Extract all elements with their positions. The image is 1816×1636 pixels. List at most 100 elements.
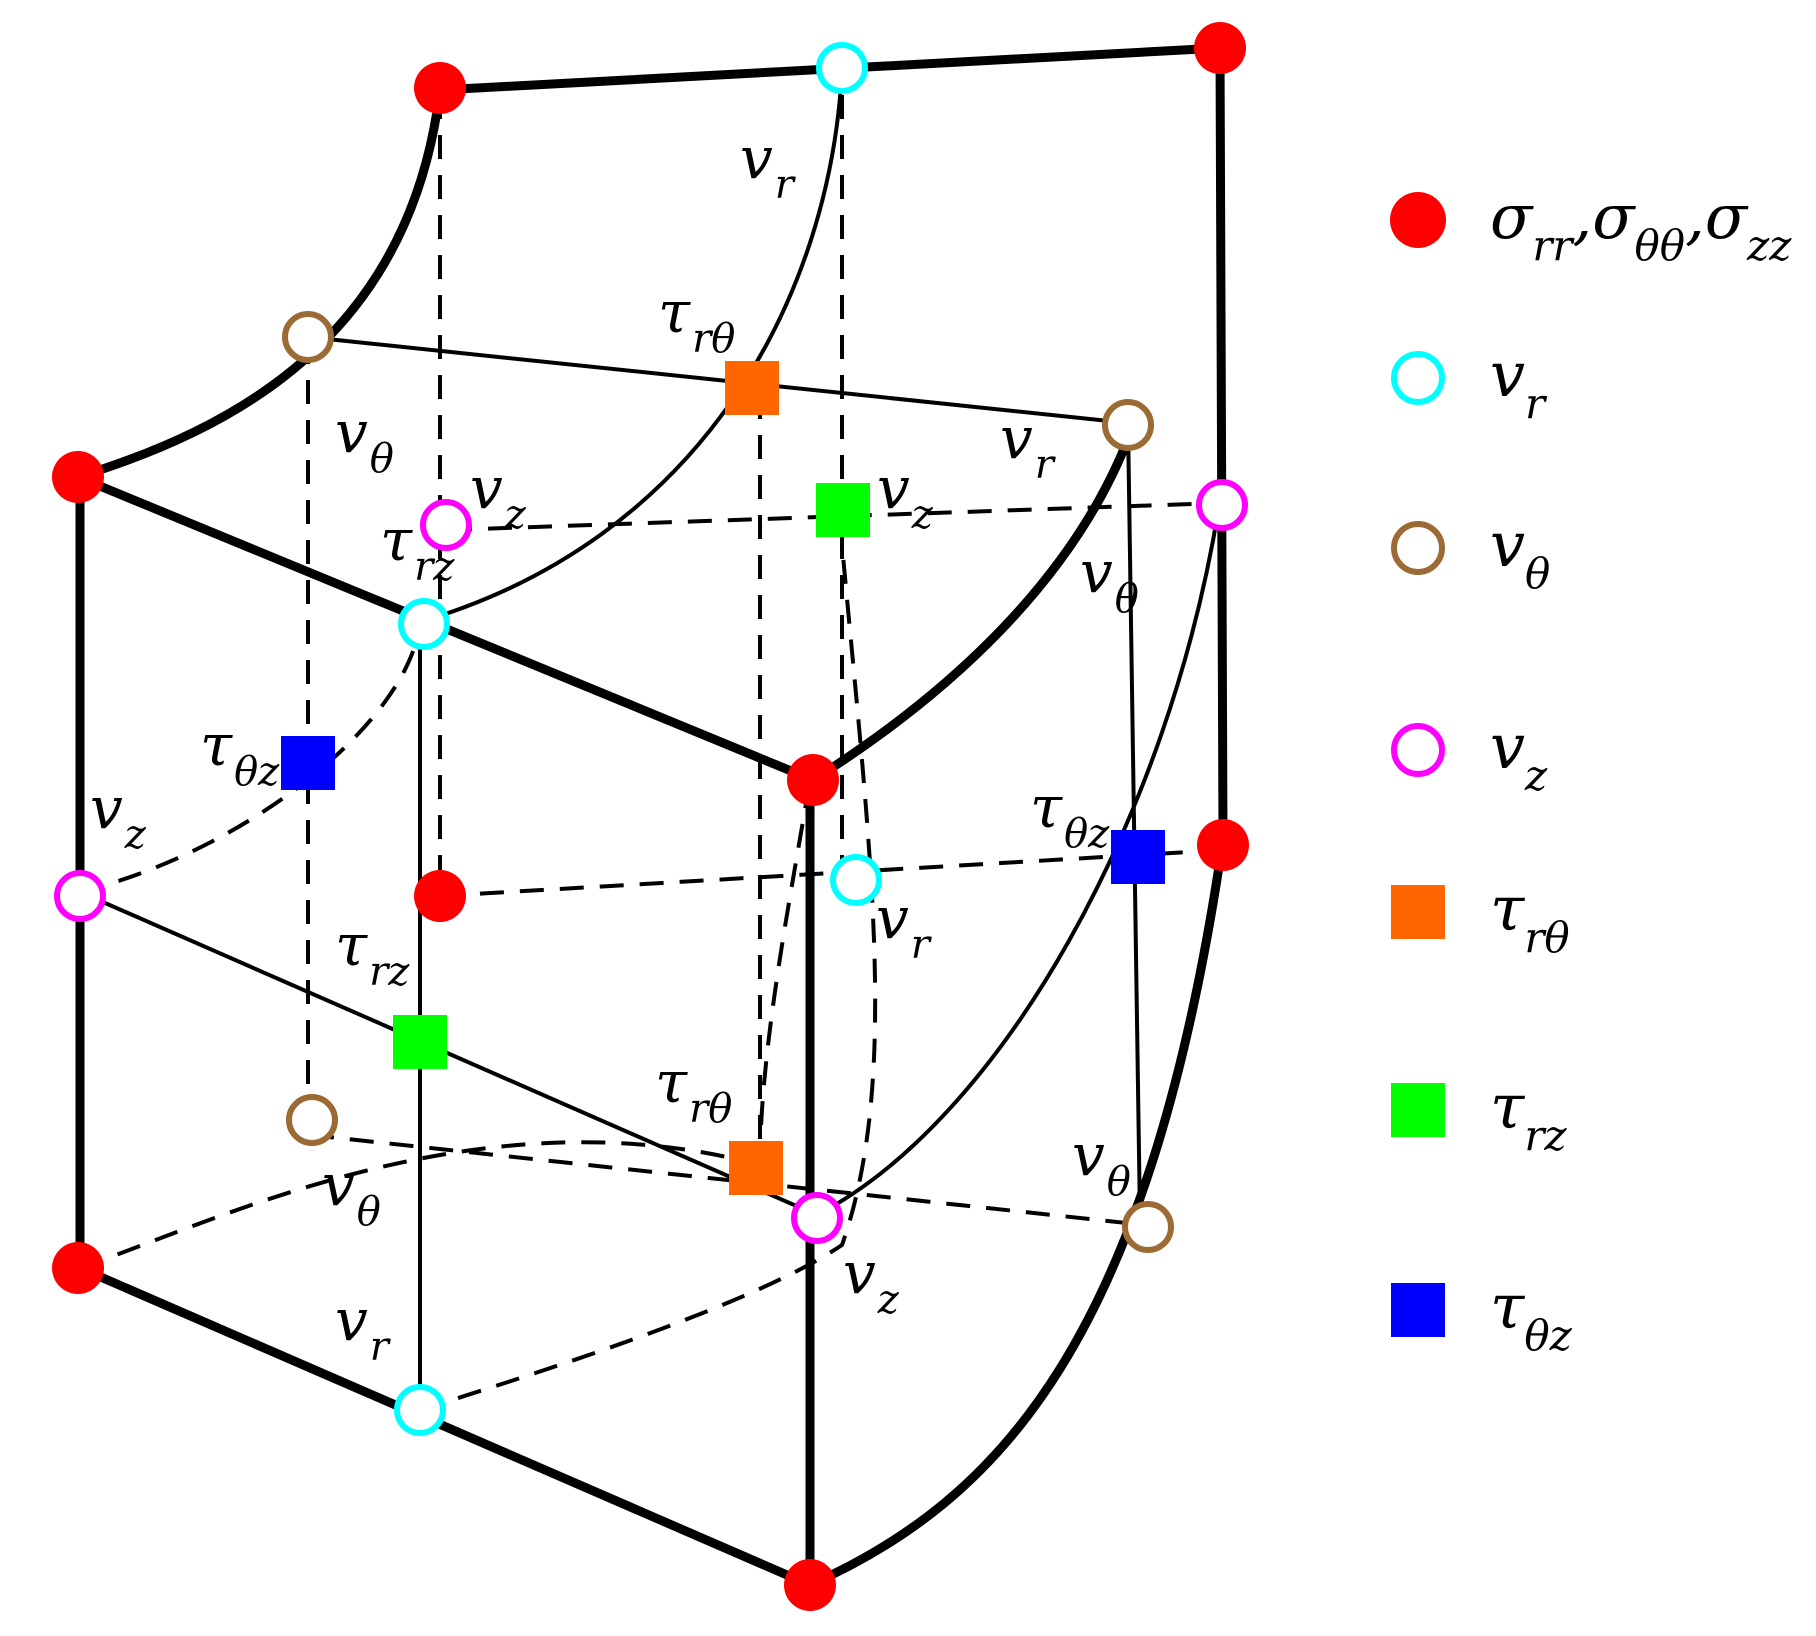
tau-label: τrθ bbox=[658, 278, 735, 362]
stress-node bbox=[414, 62, 466, 114]
legend-item-stress-normal-subscript: rr bbox=[1532, 221, 1575, 270]
tau-label-main: τ bbox=[1030, 773, 1063, 841]
legend-item-stress-normal-label: σrr,σθθ,σzz bbox=[1490, 180, 1792, 270]
v-label: vz bbox=[843, 1239, 900, 1323]
v-z-node bbox=[791, 1192, 843, 1244]
tau-label-main: τ bbox=[655, 1048, 688, 1116]
legend-item-v-theta-swatch bbox=[1391, 521, 1445, 575]
legend-item-v-z-subscript: z bbox=[1524, 751, 1548, 800]
legend-item-v-z-label: vz bbox=[1490, 710, 1548, 800]
tau-label-main: τ bbox=[200, 711, 233, 779]
thick-edge-2 bbox=[73, 85, 445, 482]
tau-rz-node bbox=[393, 1015, 447, 1069]
v-label-sub: z bbox=[504, 492, 527, 538]
legend-item-v-r-label: vr bbox=[1490, 338, 1548, 428]
legend-item-stress-normal-symbol: ,σ bbox=[1685, 180, 1749, 253]
v-theta-node bbox=[1102, 399, 1154, 451]
v-label-sub: r bbox=[911, 922, 933, 968]
v-label: vr bbox=[740, 124, 797, 208]
v-label-sub: θ bbox=[357, 1189, 381, 1235]
legend-item-stress-normal-symbol: σ bbox=[1490, 180, 1534, 253]
v-theta-node bbox=[286, 1094, 338, 1146]
legend-item-v-z-swatch bbox=[1391, 723, 1445, 777]
thin-line-2 bbox=[418, 68, 844, 624]
tau-r-theta-node bbox=[725, 361, 779, 415]
legend-item-v-r-symbol: v bbox=[1490, 338, 1525, 411]
legend-item-tau-rz-symbol: τ bbox=[1490, 1070, 1526, 1143]
hidden-line-5 bbox=[447, 501, 1221, 532]
v-label-main: v bbox=[90, 774, 123, 842]
v-label: vz bbox=[470, 454, 527, 538]
tau-label-main: τ bbox=[335, 911, 368, 979]
v-label: vθ bbox=[322, 1151, 381, 1235]
v-label-sub: θ bbox=[370, 436, 394, 482]
v-label-sub: z bbox=[877, 1277, 900, 1323]
tau-label: τθz bbox=[1030, 773, 1110, 857]
v-label-main: v bbox=[876, 884, 909, 952]
hidden-line-7 bbox=[309, 1133, 1146, 1227]
tau-label: τrθ bbox=[655, 1048, 732, 1132]
legend-item-tau-r-theta-label: τrθ bbox=[1490, 872, 1570, 962]
stress-node bbox=[784, 1559, 836, 1611]
tau-theta-z-node bbox=[1111, 830, 1165, 884]
tau-label: τrz bbox=[380, 506, 455, 590]
v-label: vz bbox=[877, 454, 934, 538]
tau-label: τθz bbox=[200, 711, 280, 795]
stress-node bbox=[52, 451, 104, 503]
stress-node bbox=[52, 1242, 104, 1294]
v-label: vr bbox=[876, 884, 933, 968]
stress-node bbox=[1197, 819, 1249, 871]
v-r-node bbox=[394, 1384, 446, 1436]
v-label-main: v bbox=[335, 398, 368, 466]
v-z-node bbox=[420, 499, 472, 551]
v-label-main: v bbox=[335, 1286, 368, 1354]
tau-label-main: τ bbox=[658, 278, 691, 346]
stress-node bbox=[1194, 22, 1246, 74]
v-z-node bbox=[1196, 479, 1248, 531]
tau-r-theta-node bbox=[729, 1141, 783, 1195]
legend-item-tau-theta-z-label: τθz bbox=[1490, 1270, 1573, 1360]
v-label-main: v bbox=[1000, 404, 1033, 472]
tau-label-sub: rθ bbox=[692, 316, 735, 362]
v-label-main: v bbox=[322, 1151, 355, 1219]
v-label-sub: r bbox=[1035, 442, 1057, 488]
legend-item-tau-theta-z-symbol: τ bbox=[1490, 1270, 1526, 1343]
hidden-line-10 bbox=[419, 544, 878, 1412]
hidden-line-8 bbox=[79, 1140, 761, 1270]
v-label-main: v bbox=[470, 454, 503, 522]
thin-line-6 bbox=[815, 498, 1222, 1217]
tau-label: τrz bbox=[335, 911, 410, 995]
v-label-sub: r bbox=[775, 162, 797, 208]
legend-item-tau-theta-z-swatch bbox=[1391, 1283, 1445, 1337]
legend-item-v-theta-label: vθ bbox=[1490, 508, 1550, 598]
v-label-sub: r bbox=[370, 1324, 392, 1370]
legend-item-stress-normal-subscript: θθ bbox=[1635, 221, 1686, 270]
tau-label-sub: θz bbox=[1064, 811, 1110, 857]
v-label-main: v bbox=[843, 1239, 876, 1307]
thick-edge-7 bbox=[75, 1263, 815, 1590]
legend-item-v-r-swatch bbox=[1391, 351, 1445, 405]
thick-edge-9 bbox=[805, 835, 1228, 1590]
legend-item-tau-rz-swatch bbox=[1391, 1083, 1445, 1137]
v-label: vr bbox=[335, 1286, 392, 1370]
thick-edge-4 bbox=[1215, 43, 1228, 845]
v-label-main: v bbox=[877, 454, 910, 522]
v-label: vθ bbox=[1072, 1121, 1131, 1205]
legend-item-v-theta-subscript: θ bbox=[1525, 549, 1550, 598]
v-z-node bbox=[54, 870, 106, 922]
v-label-main: v bbox=[740, 124, 773, 192]
v-label-sub: θ bbox=[1115, 576, 1139, 622]
v-label-main: v bbox=[1080, 538, 1113, 606]
hidden-line-11 bbox=[758, 779, 812, 1166]
legend-item-tau-r-theta-subscript: rθ bbox=[1524, 913, 1569, 962]
legend-item-stress-normal-symbol: ,σ bbox=[1572, 180, 1636, 253]
thin-line-3 bbox=[78, 890, 819, 1217]
legend-item-tau-r-theta-swatch bbox=[1391, 885, 1445, 939]
v-label-sub: z bbox=[124, 812, 147, 858]
tau-theta-z-node bbox=[281, 736, 335, 790]
v-label-sub: θ bbox=[1107, 1159, 1131, 1205]
legend-item-v-z-symbol: v bbox=[1490, 710, 1525, 783]
v-r-node bbox=[816, 42, 868, 94]
